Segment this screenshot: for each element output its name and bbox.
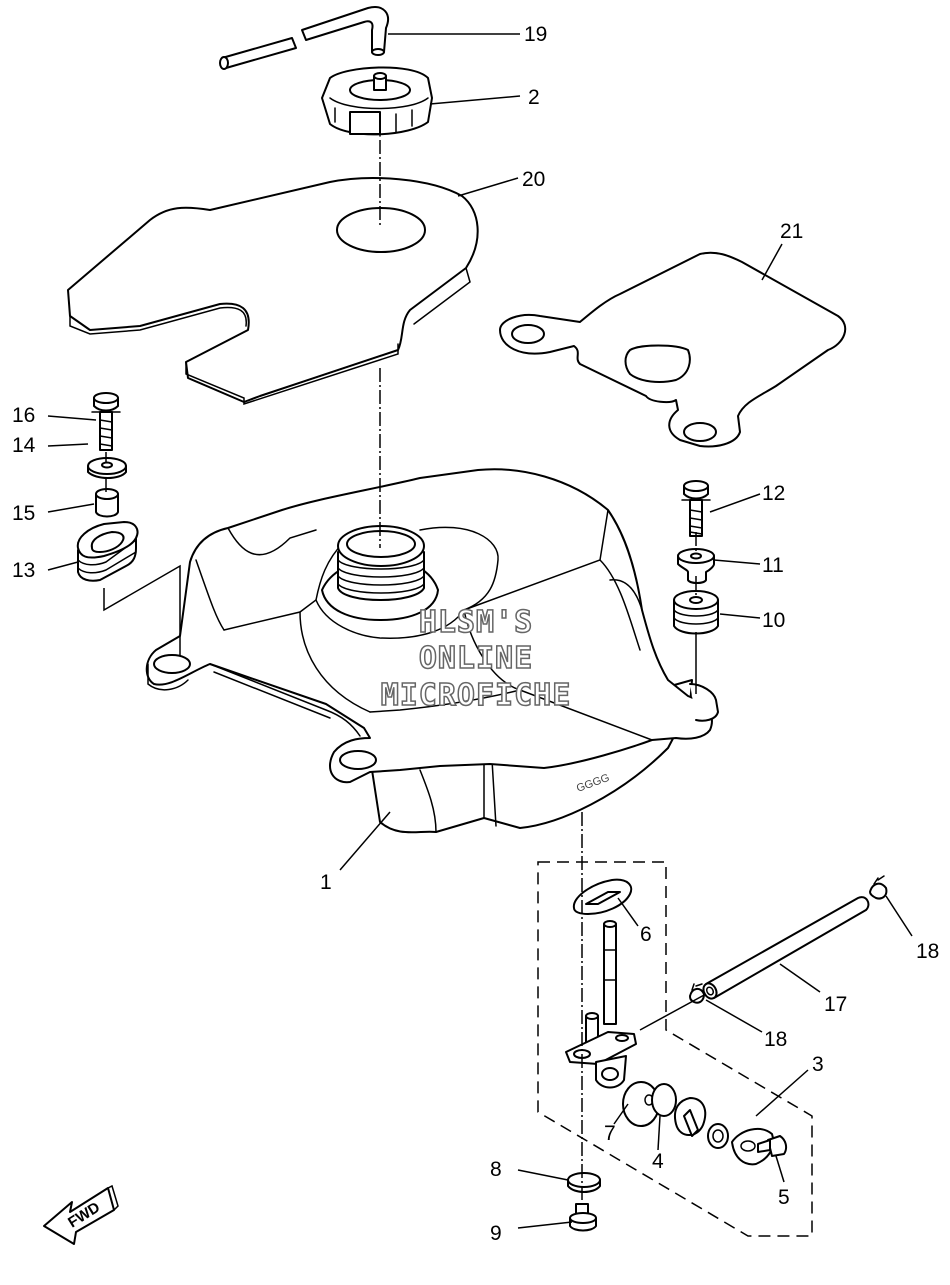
assembly-outline [537, 861, 813, 1237]
callout-14: 14 [12, 434, 36, 457]
callout-7: 7 [604, 1122, 616, 1145]
fuel-cap-2 [321, 66, 433, 137]
fwd-arrow: FWD [43, 1184, 119, 1245]
callout-18-upper: 18 [916, 940, 939, 963]
callout-4: 4 [652, 1150, 664, 1173]
callout-9: 9 [490, 1222, 502, 1245]
screw-5 [757, 1135, 788, 1157]
watermark-line-2: ONLINE [419, 641, 533, 676]
callout-10: 10 [762, 609, 785, 632]
callout-15: 15 [12, 502, 35, 525]
side-pad-21 [499, 251, 847, 448]
bolt-9 [569, 1203, 597, 1232]
callout-19: 19 [524, 23, 547, 46]
vent-hose-19 [219, 6, 389, 70]
callout-6: 6 [640, 923, 652, 946]
callout-1: 1 [320, 871, 332, 894]
callout-21: 21 [780, 220, 803, 243]
callout-16: 16 [12, 404, 35, 427]
callout-2: 2 [528, 86, 540, 109]
hose-clip-18-lower [689, 983, 705, 1004]
hose-clip-18-upper [869, 875, 888, 900]
leader-lines [47, 33, 913, 1229]
callout-5: 5 [778, 1186, 790, 1209]
o-ring-4 [651, 1083, 677, 1117]
washer-8 [567, 1172, 601, 1193]
damper-13 [76, 521, 139, 582]
bolt-16 [91, 392, 121, 451]
tank-cover-pad-20 [67, 177, 479, 406]
callout-11: 11 [762, 554, 784, 577]
watermark-line-1: HLSM'S [419, 605, 533, 640]
callout-numbers: 19 2 20 21 16 14 15 13 12 11 10 1 6 18 1… [12, 23, 939, 1245]
washer-14 [87, 457, 127, 479]
callout-20: 20 [522, 168, 545, 191]
damper-10 [673, 590, 719, 635]
watermark: HLSM'S ONLINE MICROFICHE [380, 604, 572, 714]
collar-15 [95, 488, 119, 518]
fuel-cock-3 [565, 920, 637, 1089]
callout-8: 8 [490, 1158, 502, 1181]
callout-3: 3 [812, 1053, 824, 1076]
fuel-tank-1: GGGG [145, 468, 719, 834]
lever-valve [674, 1097, 729, 1149]
callout-12: 12 [762, 482, 785, 505]
watermark-line-3: MICROFICHE [381, 678, 572, 713]
bolt-12 [681, 480, 711, 537]
fuel-hose-17 [702, 896, 870, 1000]
callout-13: 13 [12, 559, 35, 582]
callout-17: 17 [824, 993, 847, 1016]
callout-18-lower: 18 [764, 1028, 787, 1051]
